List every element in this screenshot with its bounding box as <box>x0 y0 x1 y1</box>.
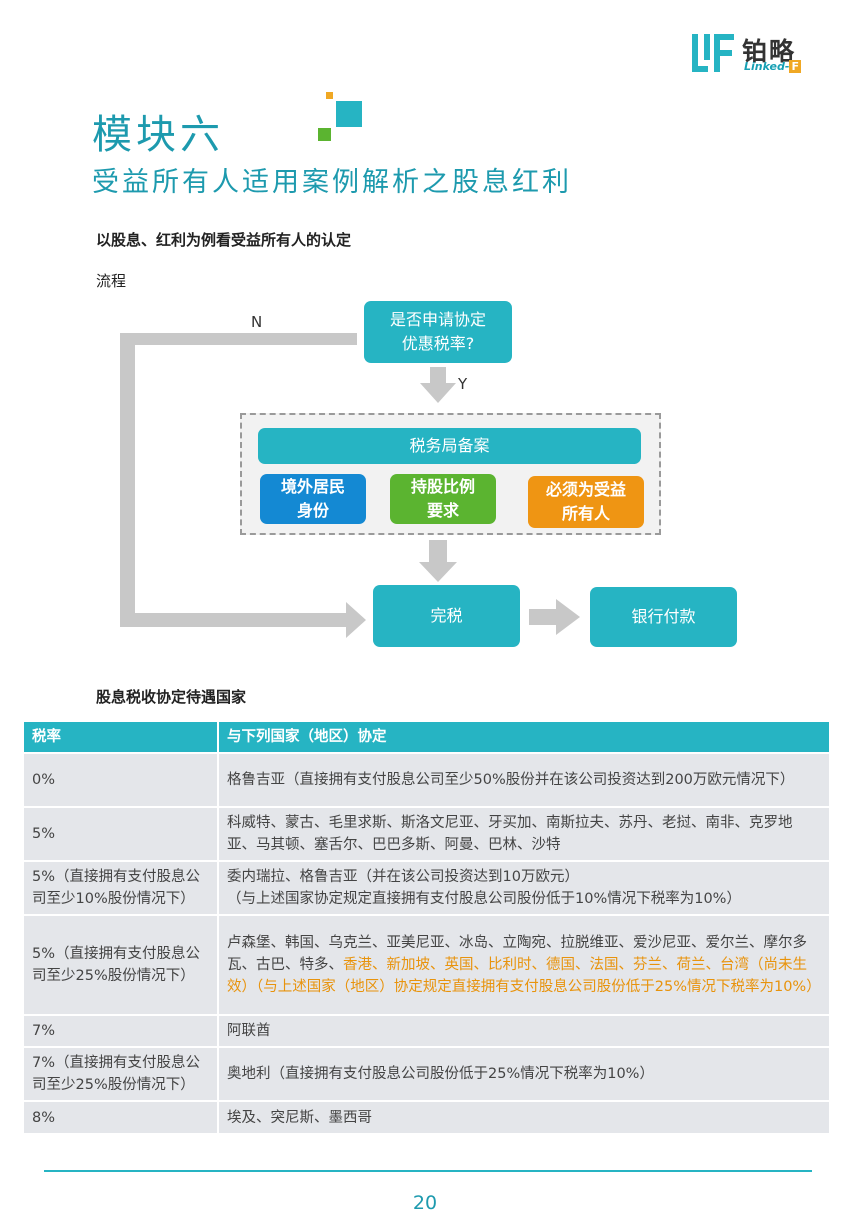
table-row: 7%（直接拥有支付股息公司至少25%股份情况下） 奥地利（直接拥有支付股息公司股… <box>24 1046 829 1101</box>
page-number: 20 <box>412 1192 438 1214</box>
company-logo: 铂略 Linked-F <box>692 34 822 74</box>
countries-text: 卢森堡、韩国、乌克兰、亚美尼亚、冰岛、立陶宛、拉脱维亚、爱沙尼亚、爱尔兰、摩尔多… <box>227 935 807 973</box>
to-payment-arrow <box>529 599 580 635</box>
to-tax-arrow <box>419 540 457 582</box>
flow-tax-box: 完税 <box>373 585 520 647</box>
section-heading-beneficial-owner: 以股息、红利为例看受益所有人的认定 <box>96 231 352 249</box>
countries-cell: 委内瑞拉、格鲁吉亚（并在该公司投资达到10万欧元） （与上述国家协定规定直接拥有… <box>218 860 829 915</box>
rate-cell: 7%（直接拥有支付股息公司至少25%股份情况下） <box>24 1046 219 1101</box>
process-label: 流程 <box>96 272 127 290</box>
rate-cell: 0% <box>24 752 219 807</box>
logo-mark-icon <box>692 34 734 72</box>
table-header-countries: 与下列国家（地区）协定 <box>218 722 829 753</box>
countries-cell: 阿联酋 <box>218 1014 829 1047</box>
countries-cell: 格鲁吉亚（直接拥有支付股息公司至少50%股份并在该公司投资达到200万欧元情况下… <box>218 752 829 807</box>
table-header-rate: 税率 <box>24 722 219 753</box>
countries-cell: 奥地利（直接拥有支付股息公司股份低于25%情况下税率为10%） <box>218 1046 829 1101</box>
logo-cn-text: 铂略 <box>742 37 797 66</box>
flow-filing-box: 税务局备案 <box>258 428 641 464</box>
rate-cell: 5%（直接拥有支付股息公司至少25%股份情况下） <box>24 914 219 1015</box>
section-heading-treaty-countries: 股息税收协定待遇国家 <box>96 688 247 706</box>
table-row: 7% 阿联酋 <box>24 1014 829 1047</box>
countries-cell: 卢森堡、韩国、乌克兰、亚美尼亚、冰岛、立陶宛、拉脱维亚、爱沙尼亚、爱尔兰、摩尔多… <box>218 914 829 1015</box>
logo-en-text: Linked-F <box>744 60 801 73</box>
table-row: 5%（直接拥有支付股息公司至少10%股份情况下） 委内瑞拉、格鲁吉亚（并在该公司… <box>24 860 829 915</box>
table-row: 8% 埃及、突尼斯、墨西哥 <box>24 1100 829 1133</box>
flow-payment-box: 银行付款 <box>590 587 737 647</box>
yes-down-arrow <box>420 367 456 403</box>
rate-cell: 7% <box>24 1014 219 1047</box>
countries-cell: 埃及、突尼斯、墨西哥 <box>218 1100 829 1133</box>
footer-divider <box>44 1170 812 1172</box>
req-residency-box: 境外居民 身份 <box>260 474 366 524</box>
table-row: 5%（直接拥有支付股息公司至少25%股份情况下） 卢森堡、韩国、乌克兰、亚美尼亚… <box>24 914 829 1015</box>
page-title: 模块六 <box>92 112 224 158</box>
deco-square-large <box>336 101 362 127</box>
deco-square-small-top <box>326 92 333 99</box>
countries-highlight-text: 香港、新加坡、英国、比利时、德国、法国、芬兰、荷兰、台湾（尚未生效）（与上述国家… <box>227 957 821 995</box>
yes-label: Y <box>458 375 468 393</box>
table-header-row: 税率 与下列国家（地区）协定 <box>24 722 829 753</box>
treaty-rate-table: 税率 与下列国家（地区）协定 0% 格鲁吉亚（直接拥有支付股息公司至少50%股份… <box>24 722 829 1133</box>
table-row: 5% 科威特、蒙古、毛里求斯、斯洛文尼亚、牙买加、南斯拉夫、苏丹、老挝、南非、克… <box>24 806 829 861</box>
req-shareholding-box: 持股比例 要求 <box>390 474 496 524</box>
flow-question-box: 是否申请协定 优惠税率? <box>364 301 512 363</box>
rate-cell: 5%（直接拥有支付股息公司至少10%股份情况下） <box>24 860 219 915</box>
table-row: 0% 格鲁吉亚（直接拥有支付股息公司至少50%股份并在该公司投资达到200万欧元… <box>24 752 829 807</box>
req-beneficial-owner-box: 必须为受益 所有人 <box>528 476 644 528</box>
logo-f-badge: F <box>789 60 801 73</box>
no-label: N <box>251 313 263 331</box>
rate-cell: 5% <box>24 806 219 861</box>
rate-cell: 8% <box>24 1100 219 1133</box>
countries-cell: 科威特、蒙古、毛里求斯、斯洛文尼亚、牙买加、南斯拉夫、苏丹、老挝、南非、克罗地亚… <box>218 806 829 861</box>
page-subtitle: 受益所有人适用案例解析之股息红利 <box>92 167 572 198</box>
deco-square-green <box>318 128 331 141</box>
